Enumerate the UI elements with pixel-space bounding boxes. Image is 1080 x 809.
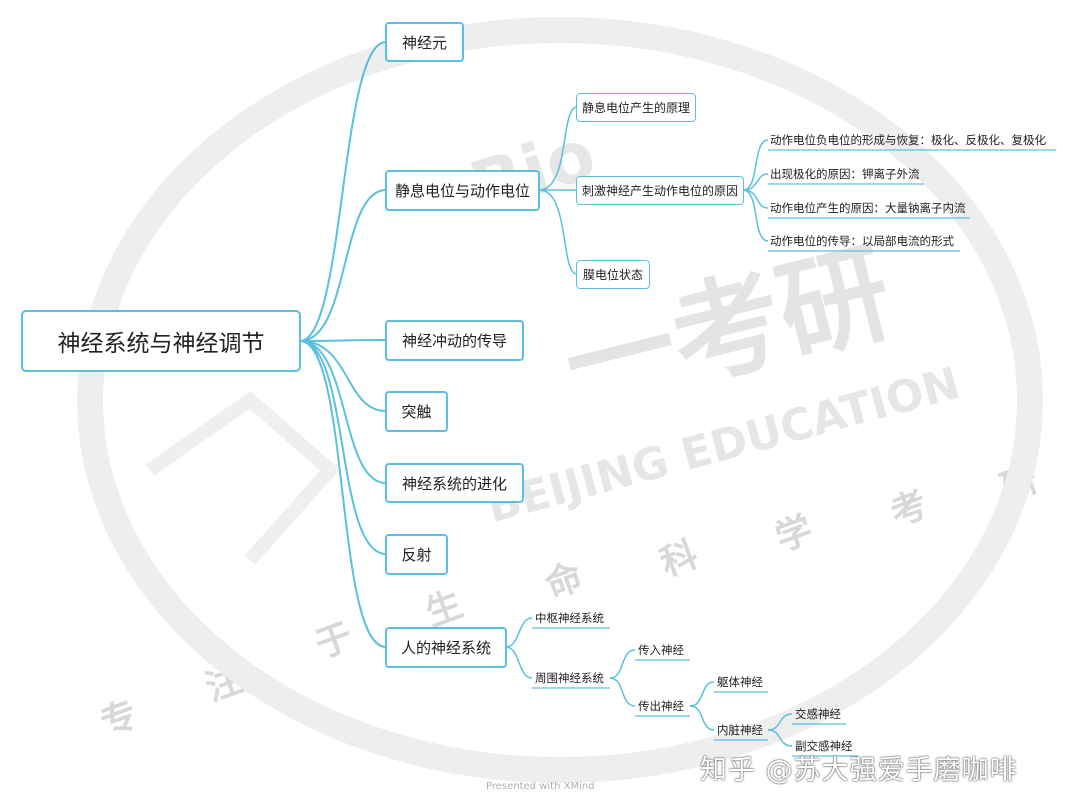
topic-reflex[interactable]: 反射 [385, 534, 448, 575]
subtopic-membrane-state[interactable]: 膜电位状态 [576, 260, 650, 289]
detail-polarization-cause[interactable]: 出现极化的原因：钾离子外流 [770, 167, 920, 181]
topic-impulse-conduction[interactable]: 神经冲动的传导 [385, 320, 524, 361]
topic-resting-action-potential[interactable]: 静息电位与动作电位 [385, 170, 540, 211]
node-efferent[interactable]: 传出神经 [638, 699, 684, 713]
detail-sodium-influx[interactable]: 动作电位产生的原因：大量钠离子内流 [770, 201, 966, 215]
root-topic[interactable]: 神经系统与神经调节 [21, 310, 301, 372]
node-sympathetic[interactable]: 交感神经 [795, 707, 841, 721]
topic-ns-evolution[interactable]: 神经系统的进化 [385, 463, 524, 503]
zhihu-watermark: 知乎 @苏大强爱手磨咖啡 [700, 755, 1018, 786]
node-visceral[interactable]: 内脏神经 [717, 723, 763, 737]
detail-repolarization[interactable]: 动作电位负电位的形成与恢复：极化、反极化、复极化 [770, 133, 1046, 147]
subtopic-stimulus-cause[interactable]: 刺激神经产生动作电位的原因 [576, 176, 744, 205]
node-somatic[interactable]: 躯体神经 [717, 675, 763, 689]
topic-neuron[interactable]: 神经元 [385, 22, 464, 62]
topic-synapse[interactable]: 突触 [385, 391, 448, 432]
xmind-credit: Presented with XMind [486, 781, 595, 792]
node-afferent[interactable]: 传入神经 [638, 643, 684, 657]
node-peripheral-ns[interactable]: 周围神经系统 [535, 671, 604, 685]
node-central-ns[interactable]: 中枢神经系统 [535, 611, 604, 625]
node-parasympathetic[interactable]: 副交感神经 [795, 739, 853, 753]
detail-local-current[interactable]: 动作电位的传导：以局部电流的形式 [770, 234, 954, 248]
subtopic-resting-principle[interactable]: 静息电位产生的原理 [576, 93, 696, 122]
topic-human-ns[interactable]: 人的神经系统 [385, 627, 507, 668]
